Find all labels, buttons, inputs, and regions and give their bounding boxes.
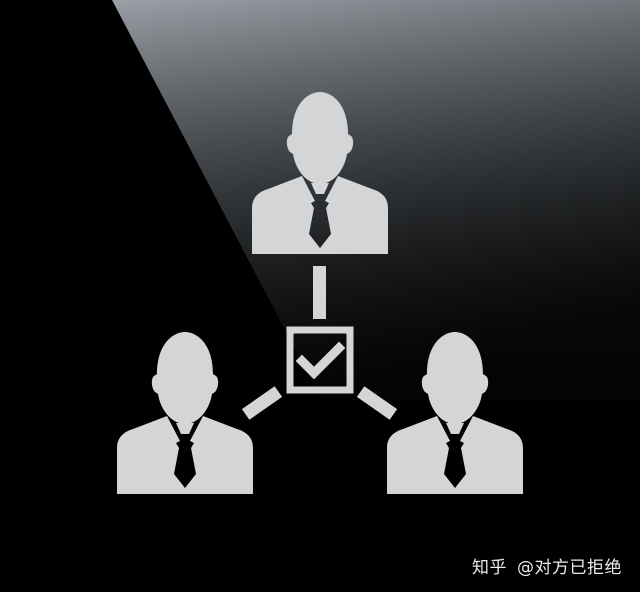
top-connector <box>313 266 326 319</box>
watermark-author: @对方已拒绝 <box>517 558 622 578</box>
left-connector <box>241 386 283 420</box>
checkmark-box-icon <box>286 326 354 394</box>
watermark-site: 知乎 <box>472 558 507 578</box>
watermark: 知乎 @对方已拒绝 <box>472 553 622 578</box>
right-connector <box>356 386 398 420</box>
connectors <box>241 266 398 420</box>
